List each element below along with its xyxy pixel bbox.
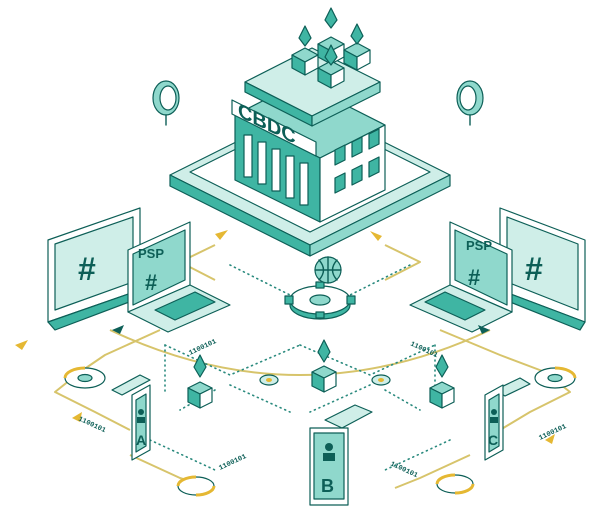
- code-bottom-right: 1100101: [389, 460, 419, 480]
- token-cube-right: [429, 354, 455, 409]
- hash-icon-small: #: [145, 270, 157, 295]
- exchange-ring-right: [534, 366, 577, 389]
- user-phone-b: B: [309, 404, 373, 506]
- token-cube-left: [187, 354, 213, 409]
- gear-globe: [284, 256, 356, 320]
- coin-left: [152, 80, 180, 126]
- psp-left-station: # PSP #: [47, 207, 231, 333]
- code-bottom-left: 1100101: [218, 453, 248, 473]
- user-a-label: A: [136, 432, 146, 448]
- central-bank-building: CBDC: [169, 7, 451, 257]
- code-left-low: 1100101: [77, 415, 107, 435]
- code-left-mid: 1100101: [188, 338, 218, 358]
- user-phone-c: C: [484, 377, 531, 461]
- exchange-ring-left: [63, 366, 106, 389]
- hash-icon: #: [78, 251, 96, 287]
- exchange-ring-bottom-right: [435, 473, 475, 495]
- user-c-label: C: [488, 432, 498, 448]
- arrows: [15, 230, 555, 444]
- psp-left-label: PSP: [138, 246, 164, 261]
- token-cube-center: [311, 339, 337, 393]
- psp-right-label: PSP: [466, 238, 492, 253]
- hash-icon-right: #: [525, 251, 543, 287]
- node-dots: [259, 374, 391, 386]
- user-b-label: B: [321, 476, 334, 496]
- hash-icon-right-small: #: [468, 265, 480, 290]
- code-right-mid: 1100101: [409, 340, 439, 360]
- exchange-ring-bottom-left: [176, 475, 216, 497]
- coin-right: [456, 80, 484, 126]
- psp-right-station: # PSP #: [409, 207, 586, 333]
- user-phone-a: A: [111, 374, 151, 461]
